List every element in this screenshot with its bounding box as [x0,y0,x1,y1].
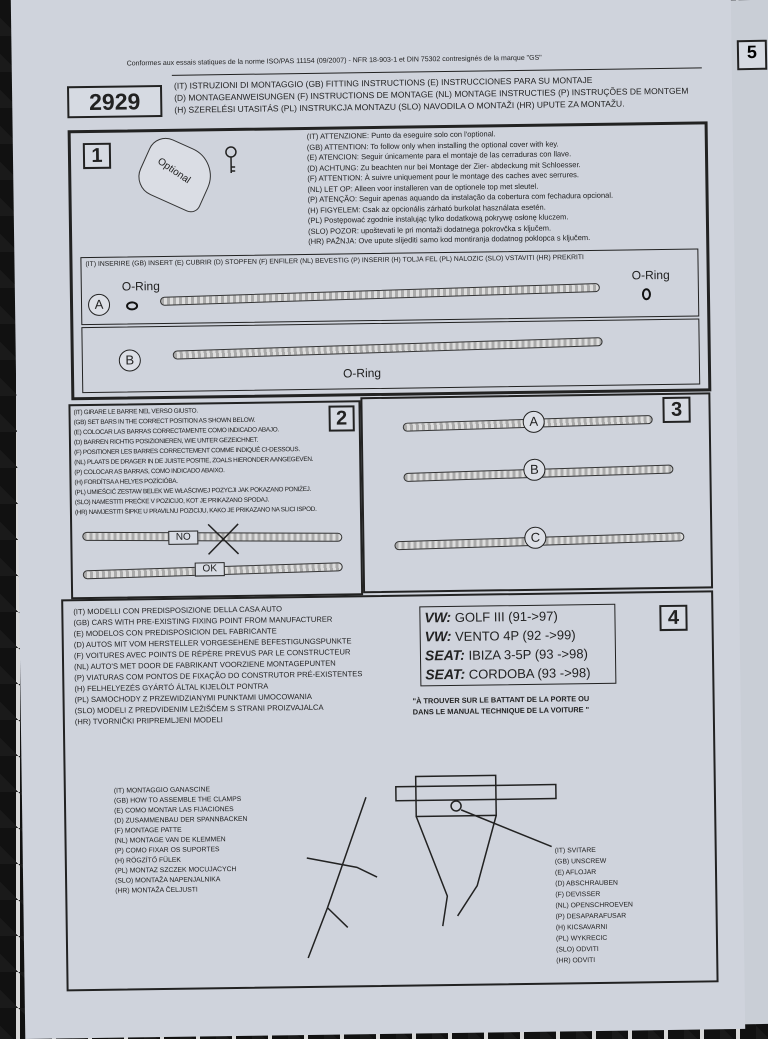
step-1b-box: B O-Ring [81,318,701,394]
unscrew-line: (SLO) ODVITI [556,945,599,954]
car-make: VW: [424,627,452,645]
instruction-sheet: Conformes aux essais statiques de la nor… [10,0,746,1039]
roof-bar-illustration [159,283,600,306]
divider [171,67,702,76]
car-model: CORDOBA (93 ->98) [468,665,591,682]
unscrew-line: (HR) ODVITI [556,957,596,965]
step-2-number: 2 [328,405,355,432]
label-a: A [87,293,111,317]
compatible-cars-box: VW: GOLF III (91->97) VW: VENTO 4P (92 -… [419,603,617,687]
step-4-number: 4 [659,604,688,632]
optional-cover-illustration: Optional [132,132,221,216]
step-1-panel: 1 Optional (IT) ATTENZIONE: Punto da ese… [67,121,712,401]
step-4-line: (HR) TVORNIČKI PRIPREMLJENI MODELI [74,715,223,727]
step-1a-box: (IT) INSERIRE (GB) INSERT (E) CUBRIR (D)… [80,248,700,326]
unscrew-line: (GB) UNSCREW [554,857,607,866]
step-1-notes: (IT) ATTENZIONE: Punto da eseguire solo … [71,124,705,246]
unscrew-line: (F) DEVISSER [555,890,601,899]
unscrew-line: (D) ABSCHRAUBEN [555,879,618,888]
step-4-line: (SLO) MODELI Z PREDVIDENIM LEŽIŠČEM S ST… [74,702,324,716]
oring-icon [126,301,139,311]
unscrew-line: (IT) SVITARE [554,846,596,855]
label-b: B [118,349,141,372]
car-make: SEAT: [425,665,466,683]
no-label: NO [168,530,199,545]
step-3-number: 3 [662,396,691,424]
clamp-illustration [306,774,557,959]
norm-text: Conformes aux essais statiques de la nor… [126,54,542,68]
car-row: VW: VENTO 4P (92 ->99) [425,625,576,646]
step-4-panel: 4 (IT) MODELLI CON PREDISPOSIZIONE DELLA… [61,590,719,992]
car-row: VW: GOLF III (91->97) [424,607,558,628]
model-number: 2929 [66,84,163,119]
clamp-line: (HR) MONTAŽA ČELJUSTI [115,886,198,895]
oring-icon [641,288,652,301]
oring-label-right: O-Ring [631,267,670,283]
step-2-lines: (IT) GIRARE LE BARRE NEL VERSO GIUSTO. (… [70,402,358,517]
step-2-line: (IT) GIRARE LE BARRE NEL VERSO GIUSTO. [73,407,198,417]
step-2-line: (NL) PLAATS DE DRAGER IN DE JUISTE POSIT… [74,455,314,467]
car-row: SEAT: CORDOBA (93 ->98) [425,663,591,684]
car-make: VW: [424,608,452,626]
step-2-panel: 2 (IT) GIRARE LE BARRE NEL VERSO GIUSTO.… [68,400,364,600]
oring-label: O-Ring [342,365,382,381]
step-1-number: 1 [82,142,112,170]
step-2-line: (PL) UMIEŚCIĆ ZESTAW BELEK WE WŁAŚCIWEJ … [74,485,312,497]
unscrew-line: (E) AFLOJAR [554,868,597,877]
unscrew-line: (NL) OPENSCHROEVEN [555,901,633,910]
unscrew-line: (P) DESAPARAFUSAR [555,912,627,921]
car-row: SEAT: IBIZA 3-5P (93 ->98) [425,644,588,665]
note-line: DANS LE MANUAL TECHNIQUE DE LA VOITURE " [412,705,590,717]
roof-bar-illustration [172,337,603,360]
step-2-line: (H) FORDÍTSA A HELYES POZÍCIÓBA. [74,477,178,487]
car-model: IBIZA 3-5P (93 ->98) [468,646,588,663]
step-3-panel: 3 A B C [360,392,714,594]
car-model: GOLF III (91->97) [454,608,558,625]
oring-label-left: O-Ring [121,279,160,294]
unscrew-line: (H) KICSAVARNI [555,923,608,932]
step-5-number: 5 [736,39,768,71]
insert-line: (IT) INSERIRE (GB) INSERT (E) CUBRIR (D)… [85,254,584,269]
car-model: VENTO 4P (92 ->99) [454,627,576,644]
optional-label: Optional [155,156,193,187]
step-2-line: (P) COLOCAR AS BARRAS, COMO INDICADO ABA… [74,467,225,477]
key-icon [225,146,237,174]
cross-icon [207,523,240,555]
unscrew-line: (PL) WYKRECIC [555,934,608,943]
label-a: A [522,410,545,433]
car-make: SEAT: [424,646,466,664]
ok-label: OK [194,562,225,577]
